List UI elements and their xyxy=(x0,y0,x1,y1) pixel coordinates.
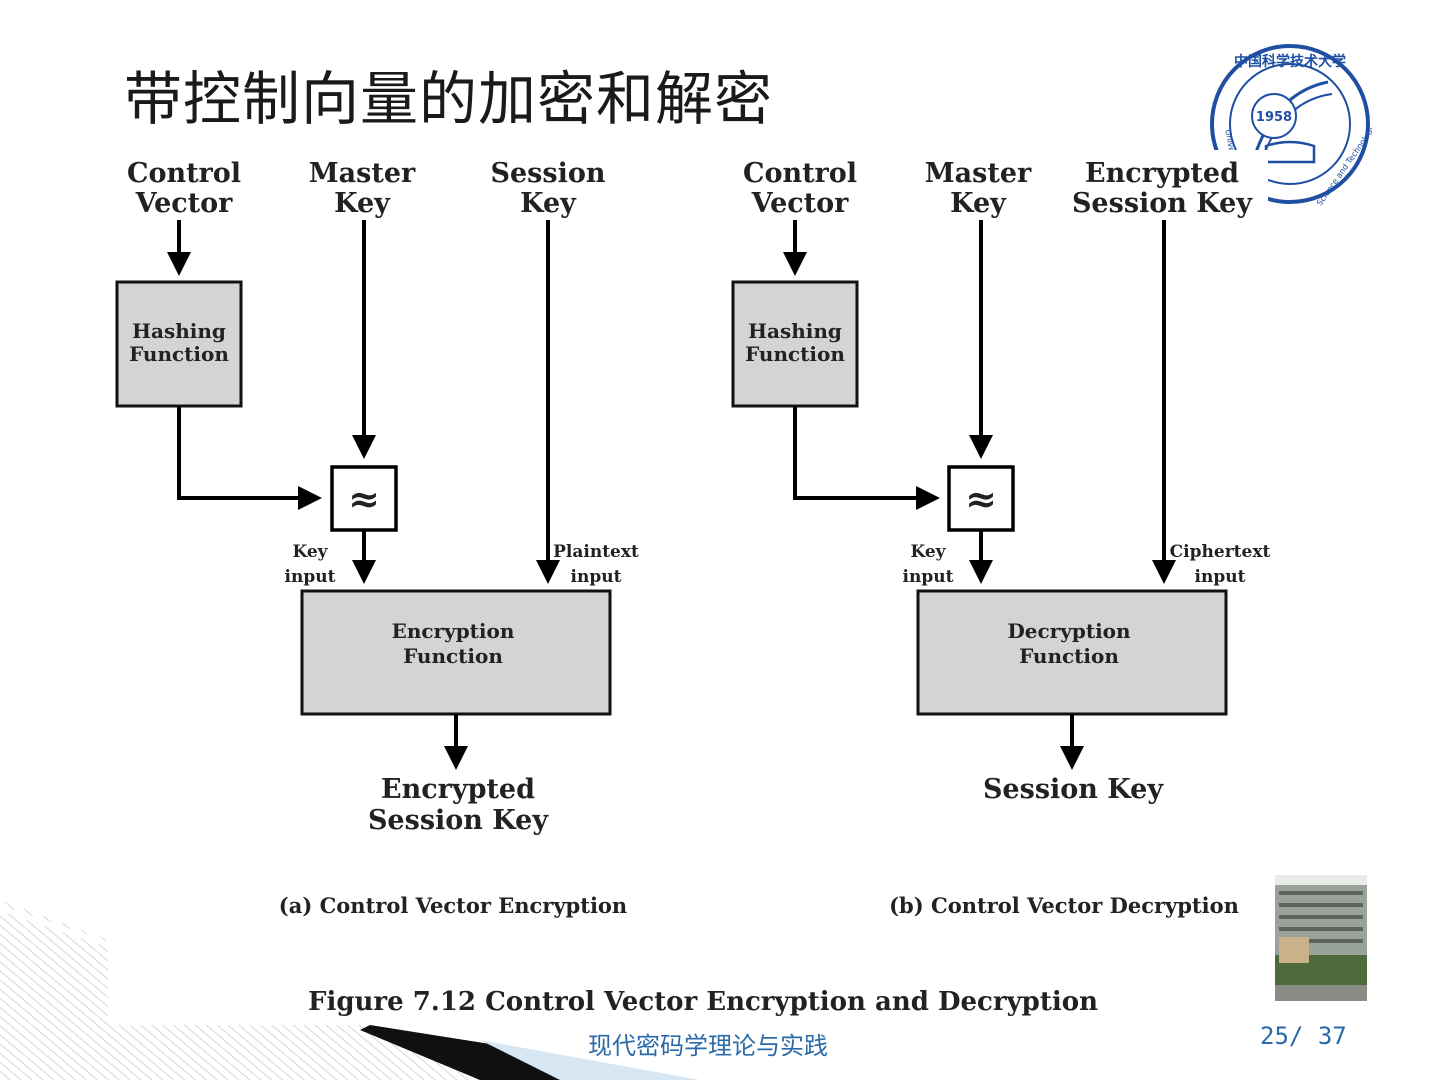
decryption-function-box xyxy=(916,589,1228,716)
caption-a: (a) Control Vector Encryption xyxy=(279,893,627,918)
master-key-label-line2-b: Key xyxy=(950,188,1007,219)
encryption-panel: Control Vector Master Key Session Key Ha… xyxy=(115,158,639,918)
plaintext-input-label-line1: Plaintext xyxy=(553,542,639,562)
decryption-function-label-line1: Decryption xyxy=(1007,619,1131,643)
caption-b: (b) Control Vector Decryption xyxy=(889,893,1239,918)
control-vector-label-line1-b: Control xyxy=(743,158,857,189)
decryption-function-label-line2: Function xyxy=(1019,644,1119,668)
decorative-stripes xyxy=(0,900,700,1080)
slide-title: 带控制向量的加密和解密 xyxy=(124,65,774,133)
hashing-function-box xyxy=(115,280,243,408)
master-key-label-line2: Key xyxy=(334,188,391,219)
logo-text-top: 中国科学技术大学 xyxy=(1234,53,1346,70)
hashing-function-label-line2-b: Function xyxy=(745,342,845,366)
key-input-label-line1: Key xyxy=(292,542,328,562)
page-total: 37 xyxy=(1317,1022,1347,1050)
plaintext-input-label-line2: input xyxy=(571,567,622,587)
hashing-function-label-line2: Function xyxy=(129,342,229,366)
arrow-hash-to-combine-b xyxy=(793,406,940,510)
page-number: 25/ 37 xyxy=(1260,1022,1347,1050)
session-key-label-line2: Key xyxy=(520,188,577,219)
master-key-label-line1: Master xyxy=(309,158,416,189)
figure-caption: Figure 7.12 Control Vector Encryption an… xyxy=(308,987,1098,1017)
ciphertext-input-label-line2: input xyxy=(1195,567,1246,587)
decryption-panel: Control Vector Master Key Encrypted Sess… xyxy=(731,158,1271,918)
encryption-function-box xyxy=(300,589,612,716)
university-logo: 1958 中国科学技术大学 Univer Science and Technol… xyxy=(1210,44,1372,206)
page-separator: / xyxy=(1288,1022,1304,1050)
encryption-function-label-line2: Function xyxy=(403,644,503,668)
encryption-function-label-line1: Encryption xyxy=(392,619,515,643)
hashing-function-label-line1-b: Hashing xyxy=(748,319,842,343)
control-vector-label-line2: Vector xyxy=(135,188,234,219)
control-vector-label-line2-b: Vector xyxy=(751,188,850,219)
ciphertext-input-label-line1: Ciphertext xyxy=(1170,542,1271,562)
key-input-label-line2: input xyxy=(285,567,336,587)
session-key-output: Session Key xyxy=(983,774,1164,805)
footer-course-title: 现代密码学理论与实践 xyxy=(588,1032,828,1060)
arrow-hash-to-combine xyxy=(177,406,322,510)
master-key-label-line1-b: Master xyxy=(925,158,1032,189)
key-input-label-line2-b: input xyxy=(903,567,954,587)
page-current: 25 xyxy=(1260,1022,1289,1050)
session-key-label-line1: Session xyxy=(491,158,606,189)
combine-symbol-b: ≈ xyxy=(965,476,997,521)
encrypted-session-key-label-line1: Encrypted xyxy=(1085,158,1239,189)
encrypted-session-key-output-line2: Session Key xyxy=(368,805,549,836)
combine-symbol: ≈ xyxy=(348,476,380,521)
encrypted-session-key-output-line1: Encrypted xyxy=(381,774,535,805)
campus-photo xyxy=(1275,875,1367,1001)
combine-box xyxy=(330,465,398,532)
logo-year: 1958 xyxy=(1256,110,1292,125)
hashing-function-label-line1: Hashing xyxy=(132,319,226,343)
key-input-label-line1-b: Key xyxy=(910,542,946,562)
control-vector-label-line1: Control xyxy=(127,158,241,189)
encrypted-session-key-label-line2: Session Key xyxy=(1072,188,1253,219)
